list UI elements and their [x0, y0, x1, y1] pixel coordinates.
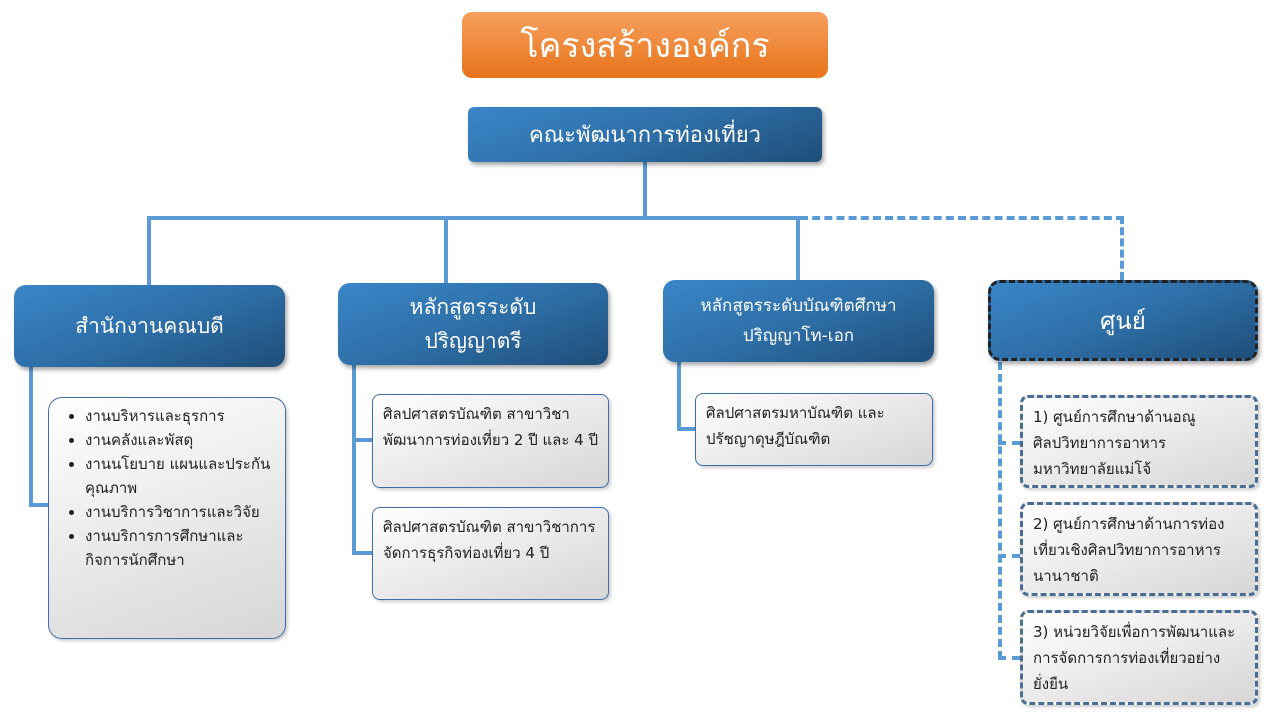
unit-label-line1: หลักสูตรระดับ	[409, 295, 537, 319]
page-title: โครงสร้างองค์กร	[462, 12, 828, 78]
unit-dean-office: สำนักงานคณบดี	[14, 285, 285, 367]
unit-label-line2: ปริญญาตรี	[424, 329, 522, 353]
list-item: งานบริการการศึกษาและกิจการนักศึกษา	[85, 524, 275, 572]
unit-bachelor: หลักสูตรระดับ ปริญญาตรี	[338, 283, 608, 365]
connector	[352, 365, 356, 555]
list-item: งานบริหารและธุรการ	[85, 404, 275, 428]
dean-office-tasks: งานบริหารและธุรการ งานคลังและพัสดุ งานนโ…	[48, 397, 286, 639]
connector	[352, 438, 372, 442]
unit-label-line2: ปริญญาโท-เอก	[742, 326, 855, 346]
connector	[29, 503, 49, 507]
connector	[444, 216, 448, 284]
faculty-box: คณะพัฒนาการท่องเที่ยว	[468, 107, 822, 162]
unit-label-line1: หลักสูตรระดับบัณฑิตศึกษา	[700, 296, 897, 316]
connector	[677, 362, 681, 431]
unit-graduate: หลักสูตรระดับบัณฑิตศึกษา ปริญญาโท-เอก	[663, 280, 934, 362]
list-item: งานบริการวิชาการและวิจัย	[85, 500, 275, 524]
connector	[643, 162, 647, 220]
center-box: 2) ศูนย์การศึกษาด้านการท่องเที่ยวเชิงศิล…	[1020, 502, 1258, 596]
center-box: 1) ศูนย์การศึกษาด้านอณูศิลปวิทยาการอาหาร…	[1020, 395, 1258, 488]
connector-dashed	[998, 441, 1020, 445]
connector-dashed	[998, 656, 1020, 660]
connector	[352, 551, 372, 555]
connector-dashed	[1120, 216, 1124, 280]
connector-dashed	[800, 216, 1124, 220]
unit-centers: ศูนย์	[988, 280, 1258, 361]
center-box: 3) หน่วยวิจัยเพื่อการพัฒนาและการจัดการกา…	[1020, 610, 1258, 705]
connector	[677, 427, 695, 431]
program-box: ศิลปศาสตรบัณฑิต สาขาวิชาพัฒนาการท่องเที่…	[372, 394, 609, 488]
connector	[147, 216, 151, 286]
connector	[796, 216, 800, 281]
list-item: งานนโยบาย แผนและประกันคุณภาพ	[85, 452, 275, 500]
program-box: ศิลปศาสตรบัณฑิต สาขาวิชาการจัดการธุรกิจท…	[372, 507, 609, 600]
connector	[147, 216, 800, 220]
program-box: ศิลปศาสตรมหาบัณฑิต และปรัชญาดุษฎีบัณฑิต	[695, 393, 933, 466]
list-item: งานคลังและพัสดุ	[85, 428, 275, 452]
connector	[29, 367, 33, 507]
connector-dashed	[998, 554, 1020, 558]
connector-dashed	[998, 362, 1002, 659]
